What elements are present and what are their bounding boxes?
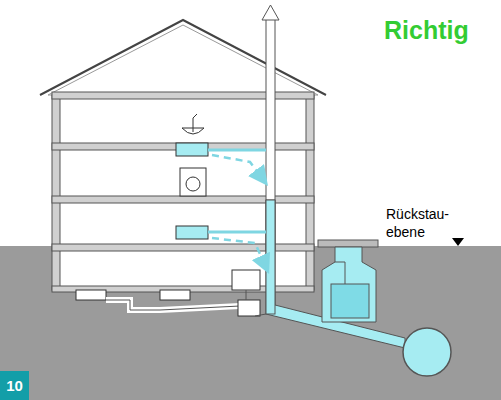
shaft-lid — [318, 240, 378, 247]
drain-pipe — [266, 200, 405, 348]
backflow-box — [232, 270, 260, 290]
downpipe — [266, 200, 275, 314]
roof-inner — [48, 25, 318, 95]
level-label: Rückstau- ebene — [386, 205, 466, 241]
roof — [40, 20, 326, 95]
flow-pipe — [208, 231, 266, 234]
sewer — [403, 328, 451, 376]
pressure-line — [335, 262, 345, 284]
washing-machine — [180, 168, 206, 196]
floor-drain — [160, 290, 190, 300]
level-marker — [452, 238, 464, 246]
title: Richtig — [384, 16, 469, 45]
vent-cap — [262, 5, 279, 20]
lifting-station — [331, 284, 369, 318]
figure-number-badge: 10 — [0, 371, 29, 400]
flow-arrow — [212, 238, 265, 265]
wall-right — [306, 95, 314, 290]
flow-pipe — [208, 149, 266, 152]
washing-drum — [186, 177, 200, 191]
drain-box — [176, 226, 208, 239]
tap — [193, 114, 197, 132]
ground — [0, 246, 501, 400]
connector-pipe — [246, 290, 266, 316]
flow-arrow — [212, 155, 262, 178]
pump-shaft — [322, 247, 376, 322]
basement-pipe — [106, 300, 240, 310]
drain-box — [176, 143, 208, 156]
wall-left — [52, 95, 60, 290]
basement-pipe-line — [106, 300, 240, 310]
floor-drain — [76, 290, 106, 300]
callout-number: 10 — [6, 377, 23, 394]
backflow-valve — [238, 300, 260, 316]
